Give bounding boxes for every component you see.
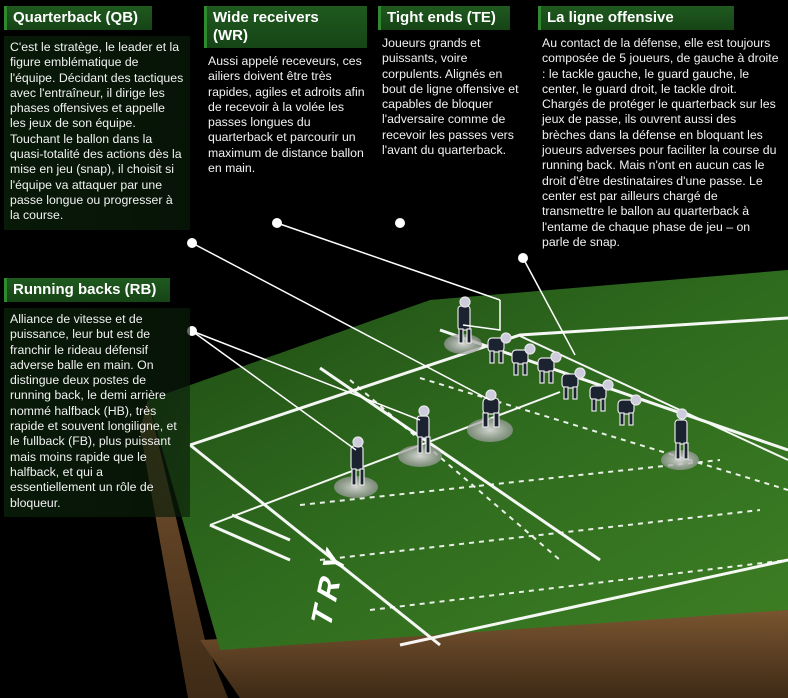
- dot-ol: [518, 253, 528, 263]
- spot-wide-receiver: [661, 450, 699, 470]
- panel-offensive-line: La ligne offensive Au contact de la défe…: [538, 6, 780, 250]
- dot-qb: [187, 238, 197, 248]
- field-soil-bottom: [200, 610, 788, 698]
- spot-fullback: [398, 445, 442, 467]
- panel-tight-ends-title: Tight ends (TE): [378, 6, 510, 30]
- panel-running-backs: Running backs (RB) Alliance de vitesse e…: [4, 278, 190, 517]
- panel-running-backs-text: Alliance de vitesse et de puissance, leu…: [4, 308, 190, 517]
- players: [350, 296, 689, 486]
- pointer-wr: [276, 222, 501, 301]
- dot-te: [395, 218, 405, 228]
- pointer-te: [462, 300, 501, 331]
- panel-quarterback-title: Quarterback (QB): [4, 6, 153, 30]
- panel-quarterback: Quarterback (QB) C'est le stratège, le l…: [4, 6, 190, 230]
- player-halfback: [350, 436, 365, 486]
- player-spots: [334, 334, 699, 498]
- player-tight-end: [457, 296, 472, 344]
- field-lines: [189, 316, 788, 647]
- player-wide-receiver: [674, 408, 689, 460]
- panel-running-backs-title: Running backs (RB): [4, 278, 171, 302]
- panel-tight-ends-text: Joueurs grands et puissants, voire corpu…: [382, 36, 519, 158]
- field-turf: [148, 270, 788, 650]
- offensive-line: [487, 332, 642, 426]
- panel-quarterback-text: C'est le stratège, le leader et la figur…: [4, 36, 190, 230]
- panel-offensive-line-title: La ligne offensive: [538, 6, 734, 30]
- player-fullback: [416, 405, 431, 454]
- panel-tight-ends: Tight ends (TE) Joueurs grands et puissa…: [378, 6, 520, 158]
- pointer-rb-hb: [191, 330, 357, 451]
- pointer-ol: [522, 257, 576, 356]
- spot-halfback: [334, 476, 378, 498]
- spot-quarterback: [467, 418, 513, 442]
- pointer-lines: [191, 222, 576, 451]
- pointer-qb: [191, 242, 491, 401]
- pointer-rb-fb: [191, 330, 421, 421]
- panel-wide-receivers-text: Aussi appelé receveurs, ces ailiers doiv…: [208, 54, 365, 176]
- dot-wr: [272, 218, 282, 228]
- field-hash-lines: [299, 377, 788, 611]
- spot-tight-end: [444, 334, 482, 354]
- panel-offensive-line-text: Au contact de la défense, elle est toujo…: [542, 36, 779, 249]
- panel-wide-receivers: Wide receivers (WR) Aussi appelé receveu…: [204, 6, 370, 176]
- player-quarterback: [482, 389, 500, 428]
- panel-wide-receivers-title: Wide receivers (WR): [204, 6, 367, 48]
